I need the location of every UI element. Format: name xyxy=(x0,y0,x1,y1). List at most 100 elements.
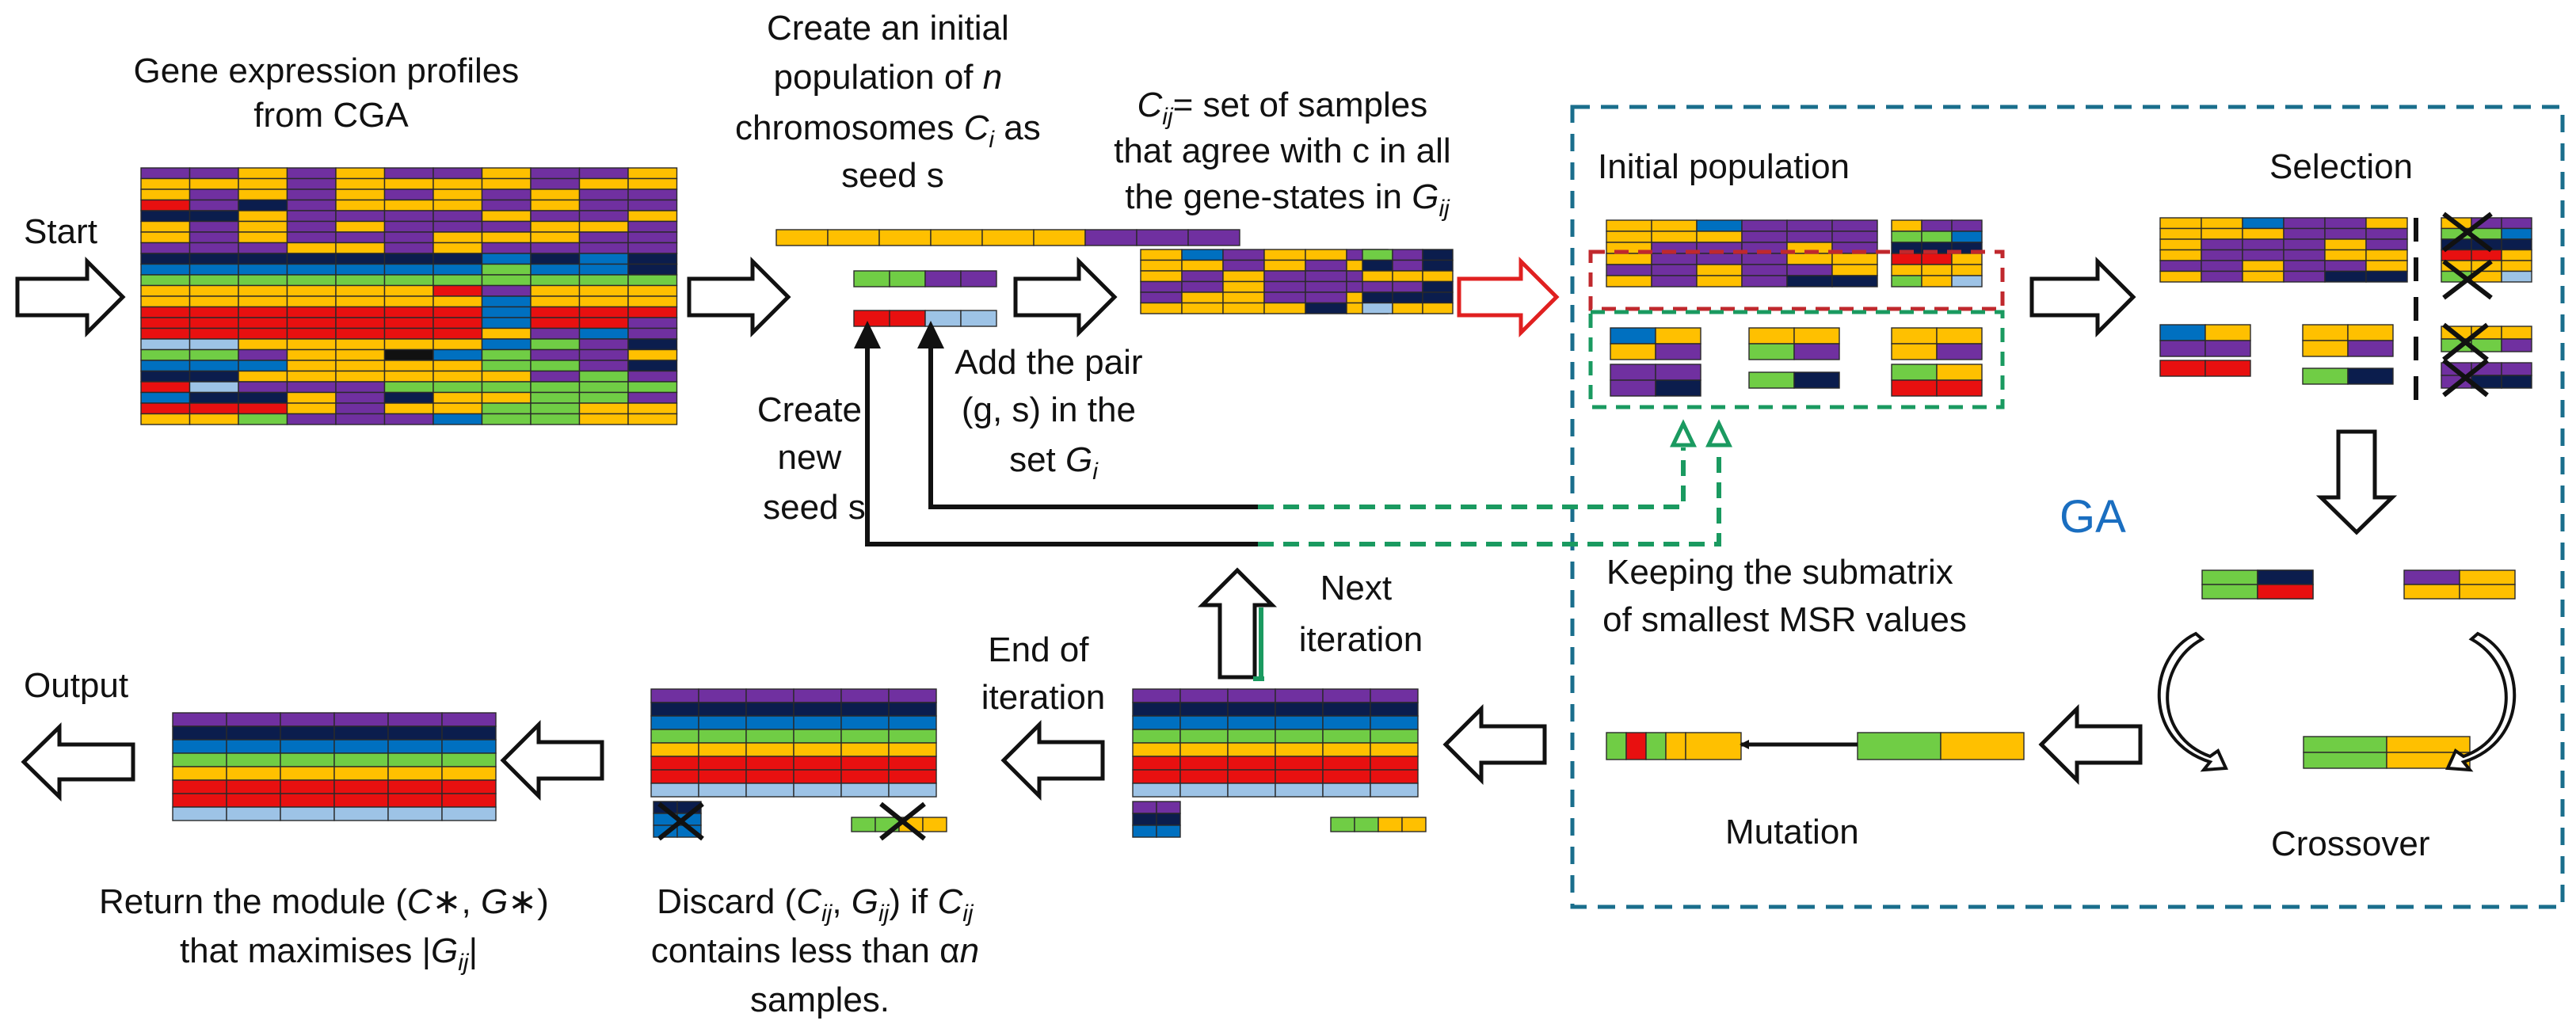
heatmap-cell xyxy=(1322,769,1371,784)
heatmap-cell xyxy=(441,739,497,754)
heatmap-cell xyxy=(433,274,483,287)
heatmap-cell xyxy=(238,284,288,297)
heatmap-cell xyxy=(2159,260,2202,272)
heatmap-cell xyxy=(189,177,239,190)
output-arrow-icon xyxy=(21,722,135,802)
heatmap-cell xyxy=(627,242,678,254)
heatmap-cell xyxy=(481,413,532,425)
heatmap-cell xyxy=(840,769,890,784)
heatmap-cell xyxy=(280,806,335,821)
heatmap-cell xyxy=(481,370,532,383)
heatmap-cell xyxy=(226,766,281,781)
heatmap-cell xyxy=(383,402,434,415)
heatmap-cell xyxy=(1951,219,1983,232)
heatmap-cell xyxy=(335,274,386,287)
heatmap-cell xyxy=(1140,270,1183,283)
heatmap-cell xyxy=(335,220,386,233)
heatmap-cell xyxy=(530,327,581,340)
heatmap-cell xyxy=(1275,688,1324,703)
heatmap-cell xyxy=(481,360,532,372)
heatmap-cell xyxy=(1181,302,1224,314)
heatmap-cell xyxy=(1831,230,1878,243)
heatmap-cell xyxy=(2302,367,2349,385)
next-iteration-label: Next iteration xyxy=(1299,569,1423,659)
heatmap-cell xyxy=(2324,227,2367,240)
heatmap-cell xyxy=(481,327,532,340)
heatmap-cell xyxy=(140,381,191,394)
heatmap-cell xyxy=(1793,343,1840,360)
heatmap-cell xyxy=(1263,270,1306,283)
heatmap-cell xyxy=(1786,253,1833,265)
return-module-line2: that maximises |Gij| xyxy=(180,931,478,976)
heatmap-cell xyxy=(383,220,434,233)
heatmap-cell xyxy=(140,402,191,415)
heatmap-cell xyxy=(1422,302,1454,314)
heatmap-cell xyxy=(481,381,532,394)
heatmap-cell xyxy=(578,338,629,351)
heatmap-cell xyxy=(286,284,337,297)
heatmap-cell xyxy=(383,381,434,394)
heatmap-cell xyxy=(2403,569,2460,585)
heatmap-cell xyxy=(1685,732,1742,760)
create-new-seed-line3: seed s xyxy=(763,488,866,527)
heatmap-cell xyxy=(2159,324,2206,341)
heatmap-cell xyxy=(2159,249,2202,261)
heatmap-cell xyxy=(1651,230,1698,243)
heatmap-cell xyxy=(172,766,227,781)
heatmap-cell xyxy=(1422,280,1454,293)
return-module-label: Return the module (C∗, G∗) that maximise… xyxy=(99,882,558,976)
heatmap-cell xyxy=(140,306,191,318)
heatmap-cell xyxy=(1222,259,1265,272)
heatmap-cell xyxy=(2201,270,2243,283)
discarded-matrices xyxy=(2441,217,2532,389)
heatmap-cell xyxy=(140,370,191,383)
create-initial-line1: Create an initial xyxy=(767,9,1009,48)
next-iteration-line1: Next xyxy=(1320,569,1392,607)
heatmap-cell xyxy=(1921,275,1953,288)
heatmap-cell xyxy=(530,317,581,329)
heatmap-cell xyxy=(2283,249,2326,261)
heatmap-cell xyxy=(1227,756,1276,771)
heatmap-cell xyxy=(433,284,483,297)
heatmap-cell xyxy=(335,348,386,361)
heatmap-cell xyxy=(530,391,581,404)
create-initial-line4: seed s xyxy=(841,156,944,195)
heatmap-cell xyxy=(530,189,581,201)
heatmap-cell xyxy=(1275,715,1324,730)
ga-label: GA xyxy=(2060,491,2126,543)
heatmap-cell xyxy=(578,306,629,318)
to-iteration-arrow-icon xyxy=(1442,703,1547,786)
heatmap-cell xyxy=(578,253,629,265)
heatmap-cell xyxy=(530,167,581,180)
heatmap-cell xyxy=(172,712,227,727)
seed-chromosome-long xyxy=(775,229,1240,246)
seed-chromosome-red-lightblue xyxy=(853,310,997,327)
heatmap-cell xyxy=(433,231,483,244)
heatmap-cell xyxy=(1741,219,1788,232)
heatmap-cell xyxy=(286,253,337,265)
heatmap-cell xyxy=(1181,259,1224,272)
crossover-label: Crossover xyxy=(2271,824,2430,863)
heatmap-cell xyxy=(2365,217,2408,230)
heatmap-cell xyxy=(981,229,1035,246)
create-initial-line3: chromosomes Ci as xyxy=(735,109,1041,153)
heatmap-cell xyxy=(627,381,678,394)
heatmap-cell xyxy=(387,806,443,821)
heatmap-cell xyxy=(1786,219,1833,232)
heatmap-cell xyxy=(1921,219,1953,232)
mutation-label: Mutation xyxy=(1725,813,1859,851)
heatmap-cell xyxy=(238,306,288,318)
heatmap-cell xyxy=(578,295,629,308)
heatmap-cell xyxy=(627,327,678,340)
heatmap-cell xyxy=(1179,729,1229,744)
heatmap-cell xyxy=(189,306,239,318)
heatmap-cell xyxy=(286,338,337,351)
heatmap-cell xyxy=(1132,824,1157,838)
heatmap-cell xyxy=(1921,264,1953,276)
heatmap-cell xyxy=(433,402,483,415)
green-dashed-feedback-2 xyxy=(1258,447,1721,546)
return-module-line1: Return the module (C∗, G∗) xyxy=(99,882,549,921)
gene-profiles-line1: Gene expression profiles xyxy=(134,51,520,90)
heatmap-cell xyxy=(387,712,443,727)
heatmap-cell xyxy=(333,779,389,794)
